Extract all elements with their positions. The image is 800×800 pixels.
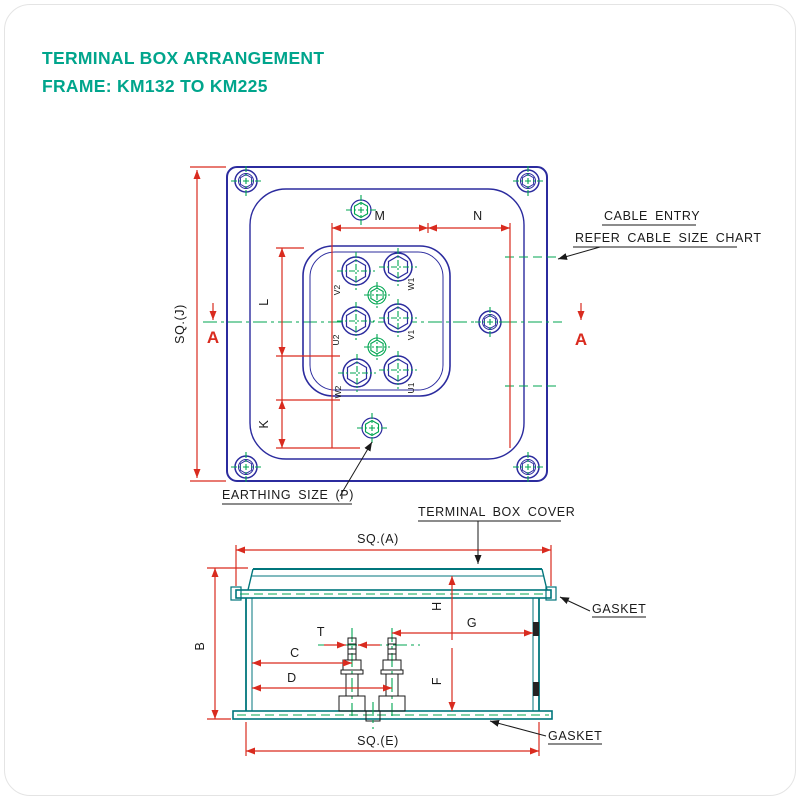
section-letter-left: A [207, 328, 219, 347]
stud-left [338, 637, 366, 712]
wall-hole-upper [533, 622, 539, 636]
dimension-g: G [392, 616, 533, 637]
dim-label-sq-e: SQ.(E) [357, 734, 399, 748]
terminal-bolt-u2 [336, 301, 376, 341]
dimension-l-k: L K [257, 247, 360, 449]
dimension-t: T [317, 625, 380, 649]
dimension-sq-j: SQ.(J) [173, 166, 226, 482]
cable-entry-callout: CABLE ENTRY REFER CABLE SIZE CHART [557, 209, 762, 260]
section-marker-right: A [575, 303, 587, 349]
dim-label-m: M [374, 209, 385, 223]
dim-label-h: H [430, 601, 444, 611]
section-marker-left: A [207, 303, 219, 347]
side-view-diagram: SQ.(A) B H F G T C [193, 505, 646, 756]
terminal-block [302, 245, 451, 397]
terminal-label-u1: U1 [406, 382, 416, 393]
center-bolt-lower [363, 333, 391, 361]
terminal-label-v1: V1 [406, 330, 416, 341]
dim-label-sq-a: SQ.(A) [357, 532, 399, 546]
dimension-sq-e: SQ.(E) [245, 722, 540, 756]
cover-text: TERMINAL BOX COVER [418, 505, 575, 519]
dim-label-c: C [290, 646, 300, 660]
title-line-1: TERMINAL BOX ARRANGEMENT [42, 48, 325, 68]
dim-label-k: K [257, 419, 271, 428]
terminal-bolt-v2 [336, 251, 376, 291]
earthing-callout: EARTHING SIZE (P) [222, 441, 373, 505]
box-cover [230, 568, 557, 601]
dimension-c: C [252, 646, 352, 667]
page-title: TERMINAL BOX ARRANGEMENT FRAME: KM132 TO… [42, 44, 324, 100]
terminal-label-w2: W2 [333, 385, 343, 398]
terminal-label-v2: V2 [332, 285, 342, 296]
dimension-sq-a: SQ.(A) [235, 532, 552, 586]
terminal-label-u2: U2 [331, 334, 341, 345]
section-letter-right: A [575, 330, 587, 349]
terminal-studs [318, 628, 420, 729]
dim-label-b: B [193, 642, 207, 651]
dimension-h-f: H F [430, 576, 456, 711]
terminal-box-outline [226, 166, 548, 482]
side-bolt-right [474, 306, 506, 338]
wall-hole-lower [533, 682, 539, 696]
gasket-top-text: GASKET [592, 602, 646, 616]
earthing-text: EARTHING SIZE (P) [222, 488, 354, 502]
top-fixing-bolt [345, 194, 377, 226]
gasket-bottom-text: GASKET [548, 729, 602, 743]
top-view-diagram: V2 W1 U2 V1 W2 U1 SQ.(J) M N [173, 165, 762, 505]
dim-label-f: F [430, 677, 444, 685]
corner-bolt-top-left [230, 165, 262, 197]
dim-label-sq-j: SQ.(J) [173, 304, 187, 344]
dim-label-d: D [287, 671, 297, 685]
dim-label-n: N [473, 209, 483, 223]
cable-entry-text-1: CABLE ENTRY [604, 209, 700, 223]
dimension-b: B [193, 567, 248, 720]
corner-bolt-bottom-right [512, 451, 544, 483]
center-bolt-upper [363, 281, 391, 309]
gasket-callout-top: GASKET [559, 596, 646, 618]
cable-entry-text-2: REFER CABLE SIZE CHART [575, 231, 762, 245]
dimension-d: D [252, 671, 392, 692]
terminal-bolt-w2 [337, 353, 377, 393]
earthing-bolt [356, 412, 388, 444]
dim-label-g: G [467, 616, 477, 630]
corner-bolt-top-right [512, 165, 544, 197]
title-line-2: FRAME: KM132 TO KM225 [42, 76, 268, 96]
stud-right [378, 637, 406, 712]
terminal-label-w1: W1 [406, 277, 416, 290]
dim-label-l: L [257, 298, 271, 306]
dimension-m-n: M N [331, 209, 511, 448]
dim-label-t: T [317, 625, 325, 639]
cover-callout: TERMINAL BOX COVER [418, 505, 575, 564]
corner-bolt-bottom-left [230, 451, 262, 483]
gasket-callout-bottom: GASKET [489, 719, 602, 745]
